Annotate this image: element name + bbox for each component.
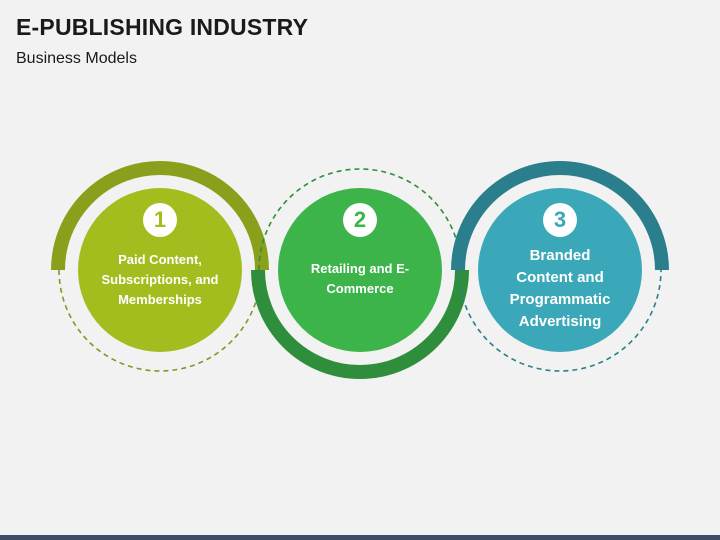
step-3-outer-arc [451,161,669,271]
step-2-outer-arc [251,269,469,379]
step-3-dashed-arc [458,269,662,372]
step-1-circle [78,188,242,352]
step-3-label: Branded Content and Programmatic Adverti… [509,247,611,330]
step-2-number: 2 [353,207,367,232]
step-1-dashed-arc [58,269,262,372]
step-1-number-badge: 1 [143,203,177,237]
step-1-number: 1 [153,207,167,232]
step-3-circle [478,188,642,352]
step-3-number-badge: 3 [543,203,577,237]
step-3-number: 3 [553,207,567,232]
step-2-dashed-arc [258,168,462,271]
step-2-circle [278,188,442,352]
page-title: E-PUBLISHING INDUSTRY [16,14,309,40]
page-subtitle: Business Models [16,50,137,67]
step-1-outer-arc [51,161,269,271]
step-2-label: Retailing and E-Commerce [310,261,410,296]
footer-bar [0,535,720,540]
step-2-number-badge: 2 [343,203,377,237]
step-1-label: Paid Content, Subscriptions, and Members… [101,252,219,307]
